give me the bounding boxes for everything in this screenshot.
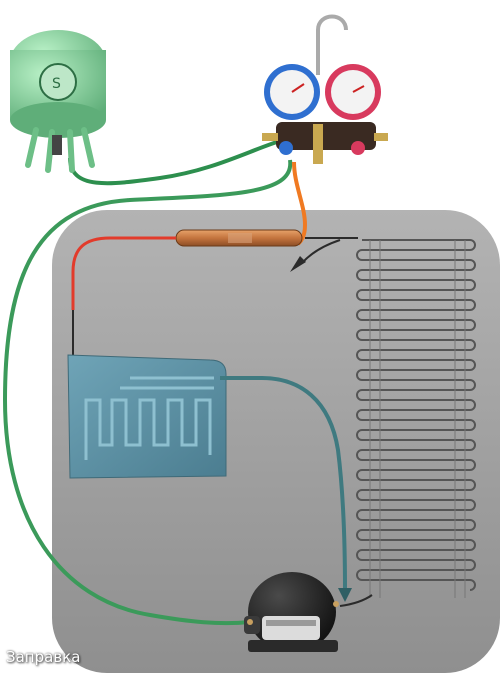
capillary-tube	[71, 236, 176, 358]
compressor-icon	[244, 572, 339, 652]
suction-line	[220, 376, 352, 602]
evaporator-icon	[67, 354, 227, 479]
condenser-coil	[356, 239, 476, 591]
charging-hose	[68, 138, 284, 186]
flow-arrow-icon	[290, 239, 341, 272]
service-hose	[2, 159, 293, 626]
caption: Заправка	[6, 648, 81, 666]
appliance-panel	[52, 210, 500, 673]
discharge-line	[339, 594, 373, 607]
condenser-icon	[356, 239, 476, 598]
svg-text:S: S	[52, 76, 61, 92]
refrigerant-cylinder-icon: S	[10, 30, 106, 173]
filter-drier-icon	[175, 229, 303, 247]
manifold-gauge-icon	[262, 14, 388, 164]
